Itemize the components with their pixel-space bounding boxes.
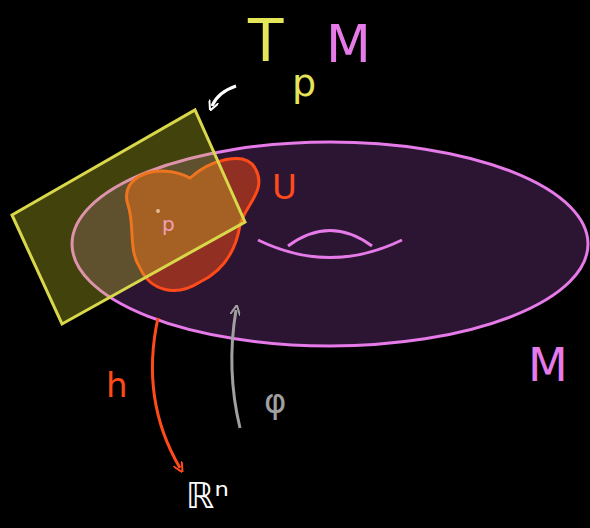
space-label: ℝⁿ: [186, 478, 229, 514]
pointer-arrow: [212, 86, 236, 106]
manifold-label: M: [528, 342, 568, 388]
manifold-torus: MUp: [70, 140, 590, 350]
inverse-map-arrow: [232, 310, 240, 428]
manifold-label: M: [326, 18, 371, 70]
torus-hole: [258, 240, 402, 258]
torus-hole: [288, 231, 372, 247]
subscript-label: p: [292, 64, 316, 102]
map-label: h: [106, 368, 128, 402]
point-label: p: [162, 214, 175, 234]
open-set-region: Up: [118, 150, 270, 295]
tangent-plane: TpM: [10, 108, 247, 326]
map-label: φ: [264, 384, 286, 418]
tangent-label: T: [248, 12, 283, 70]
set-label: U: [272, 170, 297, 204]
chart-map-arrow: [152, 318, 180, 468]
tangent-plane: [12, 110, 245, 324]
